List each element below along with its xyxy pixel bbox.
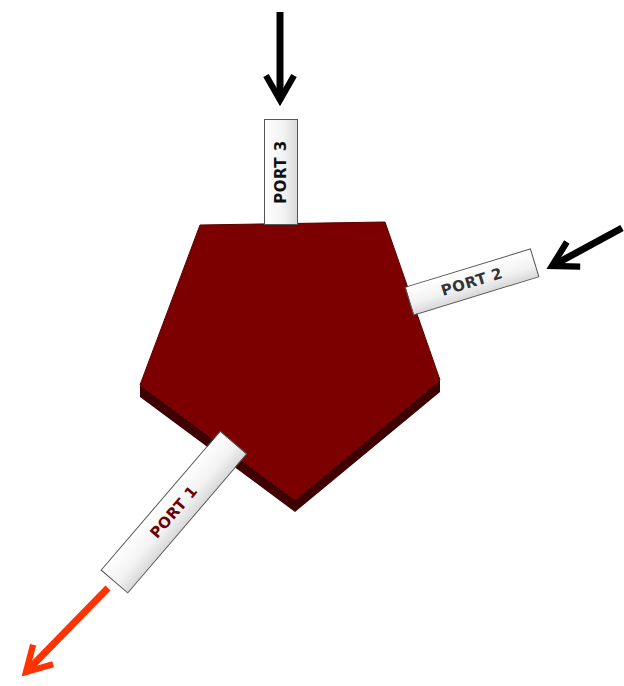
- port-label: PORT 1: [148, 483, 201, 541]
- port-arm: PORT 2: [404, 248, 539, 315]
- port-arm: PORT 1: [100, 430, 247, 593]
- input-arrow: [277, 12, 284, 100]
- output-arrow: [26, 588, 108, 672]
- port-label: PORT 3: [274, 140, 289, 204]
- input-arrow: [552, 228, 622, 266]
- port-label: PORT 2: [439, 266, 504, 299]
- port-arm: PORT 3: [264, 119, 298, 225]
- pentagon-body: [140, 222, 440, 500]
